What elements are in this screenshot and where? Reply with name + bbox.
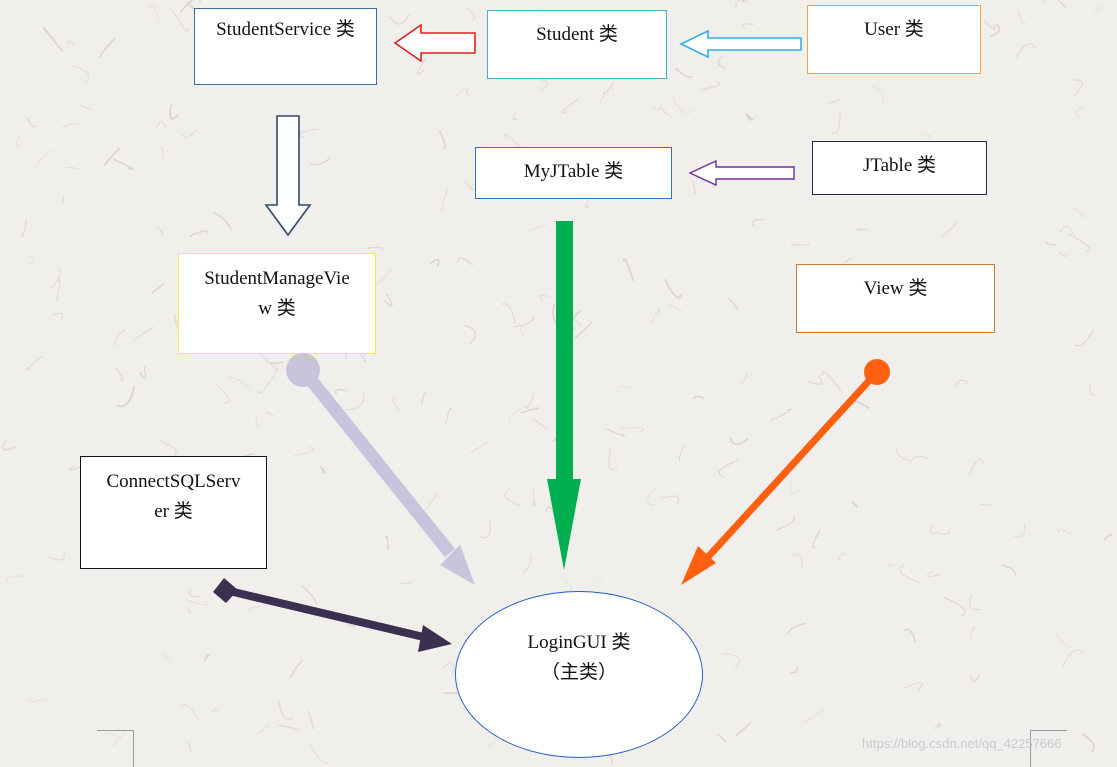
arrow-view-to-logingui-shaft	[708, 372, 877, 557]
arrow-connectsql-to-logingui-tail-diamond	[213, 578, 238, 603]
arrow-studentmanageview-to-logingui-shaft	[303, 370, 450, 553]
arrow-user-to-student	[681, 31, 801, 57]
arrow-view-to-logingui-origin-dot	[864, 359, 890, 385]
arrow-connectsql-to-logingui-head	[418, 625, 452, 652]
page-corner-mark-left	[97, 730, 134, 767]
arrow-connectsql-to-logingui-shaft	[225, 590, 428, 638]
arrow-jtable-to-myjtable	[690, 161, 794, 185]
arrow-myjtable-to-logingui-head	[547, 479, 581, 570]
arrow-myjtable-to-logingui-shaft	[556, 221, 573, 483]
watermark-text: https://blog.csdn.net/qq_42257666	[862, 736, 1062, 751]
arrow-student-to-studentservice	[395, 25, 475, 61]
arrow-studentmanageview-to-logingui-origin-dot	[286, 353, 320, 387]
arrow-studentservice-to-studentmanageview	[266, 116, 310, 235]
